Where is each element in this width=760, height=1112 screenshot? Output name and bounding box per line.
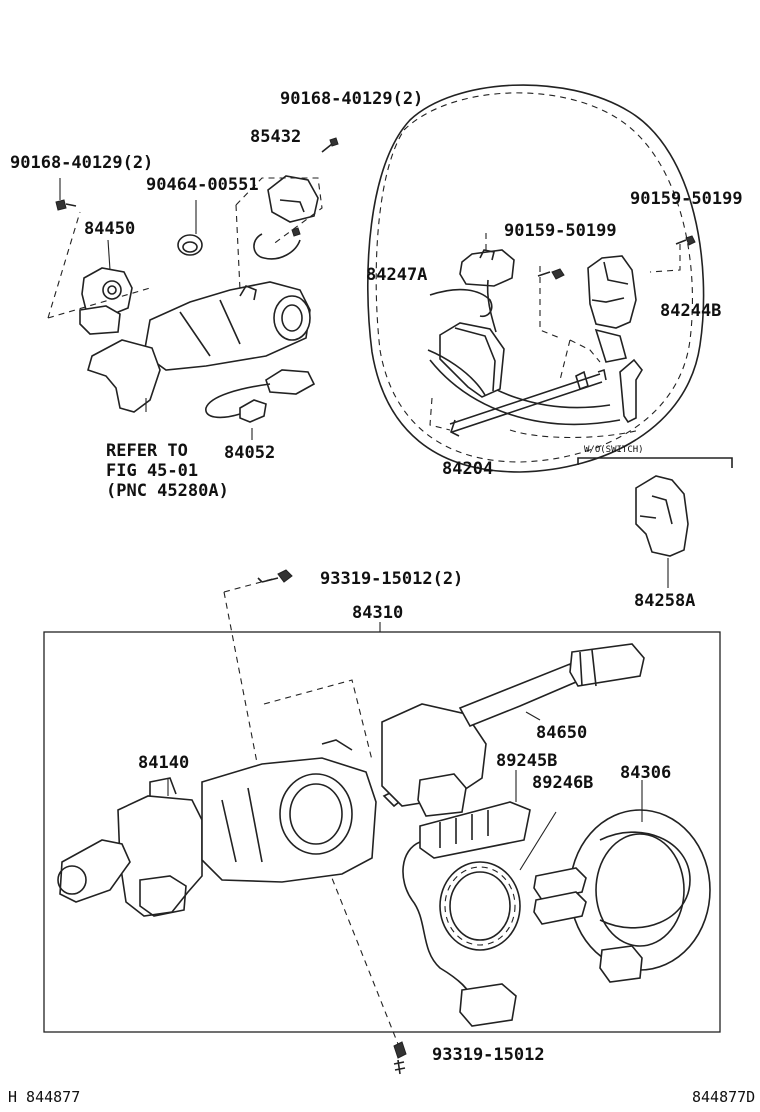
label-84450: 84450 <box>84 219 135 239</box>
label-89246b: 89246B <box>532 773 593 793</box>
label-bolt-90159-inner: 90159-50199 <box>504 221 617 241</box>
label-bolt-93319-bottom: 93319-15012 <box>432 1045 545 1065</box>
label-84052: 84052 <box>224 443 275 463</box>
sensor-89245b <box>402 770 531 1027</box>
label-84306: 84306 <box>620 763 671 783</box>
label-bolt-90168-top: 90168-40129(2) <box>280 89 423 109</box>
switch-84140 <box>57 777 203 917</box>
bolt-icon <box>55 178 77 211</box>
label-84258a: 84258A <box>634 591 695 611</box>
bolt-icon <box>257 569 293 583</box>
label-84204: 84204 <box>442 459 493 479</box>
assembly-84204 <box>427 322 607 437</box>
bolt-icon <box>393 1041 407 1075</box>
bolt-icon <box>321 137 339 153</box>
label-90464-00551: 90464-00551 <box>146 175 259 195</box>
label-refer-line3: (PNC 45280A) <box>106 481 229 501</box>
label-wo-switch: W/O(SWITCH) <box>584 445 644 455</box>
label-refer-line2: FIG 45-01 <box>106 461 198 481</box>
assembly-84310-frame <box>43 631 721 1033</box>
footer-diagram-code-left: H 844877 <box>8 1088 80 1106</box>
bolt-icon <box>675 235 696 246</box>
label-bolt-90168-left: 90168-40129(2) <box>10 153 153 173</box>
sensor-84052 <box>205 369 316 440</box>
label-84247a: 84247A <box>366 265 427 285</box>
label-84244b: 84244B <box>660 301 721 321</box>
bolt-icon <box>537 268 565 280</box>
label-84650: 84650 <box>536 723 587 743</box>
label-89245b: 89245B <box>496 751 557 771</box>
label-85432: 85432 <box>250 127 301 147</box>
spiral-cable-84306 <box>533 780 711 983</box>
switch-85432 <box>253 175 319 260</box>
switch-84247a <box>429 249 515 333</box>
clip-90464-00551 <box>177 200 203 256</box>
label-refer-line1: REFER TO <box>106 441 188 461</box>
label-bolt-93319-top: 93319-15012(2) <box>320 569 463 589</box>
switch-84450 <box>79 239 133 335</box>
label-bolt-90159-outer: 90159-50199 <box>630 189 743 209</box>
label-84140: 84140 <box>138 753 189 773</box>
ring-89246b <box>439 811 557 951</box>
part-84258a <box>577 457 733 588</box>
steering-lock-housing <box>87 281 311 413</box>
switch-84650 <box>381 643 645 817</box>
switch-84244b <box>587 255 643 424</box>
footer-diagram-code-right: 844877D <box>692 1088 755 1106</box>
combination-switch-body <box>201 679 406 883</box>
label-84310: 84310 <box>352 603 403 623</box>
